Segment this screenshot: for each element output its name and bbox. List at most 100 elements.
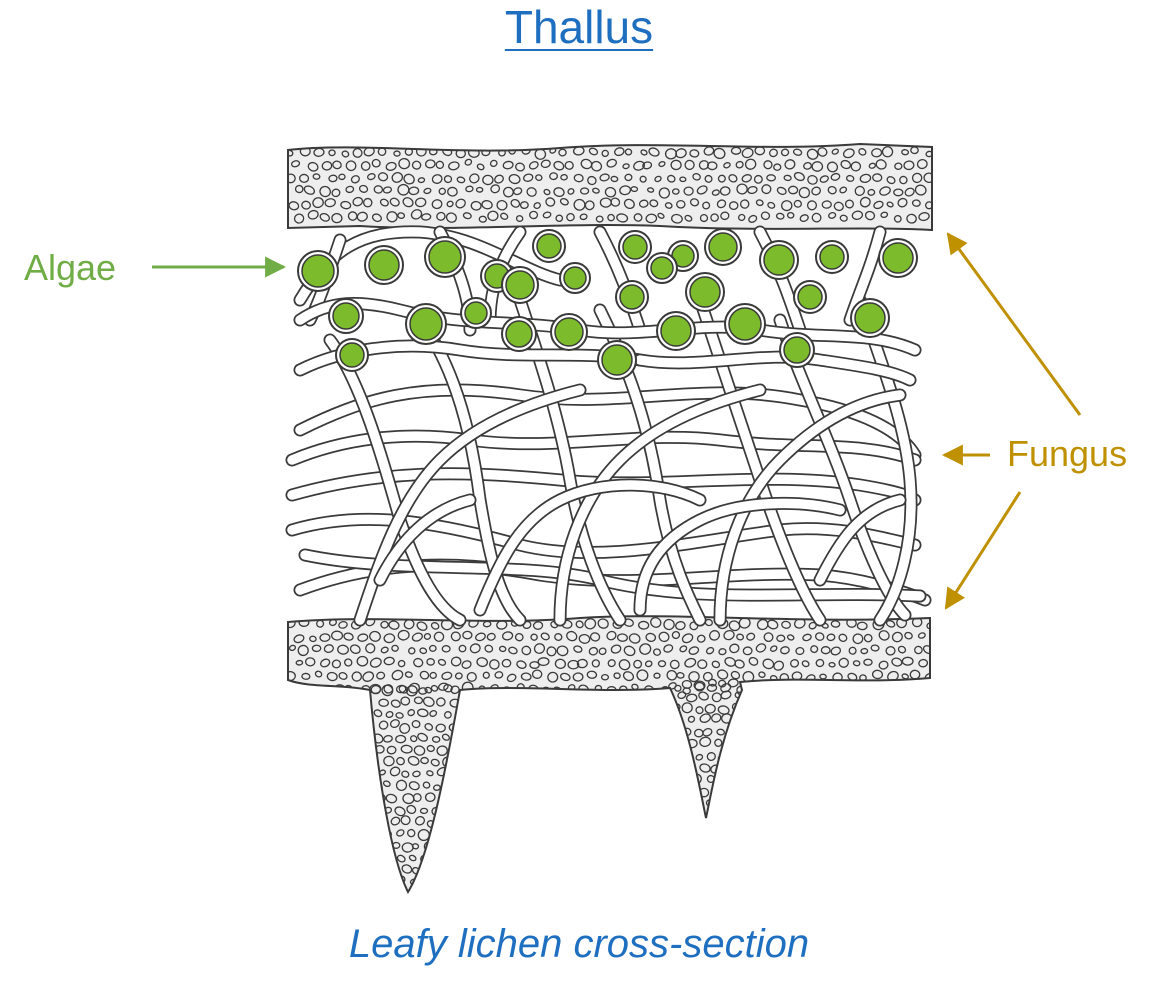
cortex-cell	[681, 800, 690, 808]
algal-cell	[784, 337, 810, 363]
cortex-cell	[876, 683, 889, 695]
cortex-cell	[715, 797, 726, 807]
cortex-cell	[829, 685, 837, 693]
algal-cell	[651, 257, 673, 279]
algal-cell	[883, 243, 913, 273]
algal-cell	[506, 321, 532, 347]
cortex-cell	[377, 839, 390, 852]
cortex-cell	[736, 739, 744, 746]
cortex-cell	[449, 748, 458, 756]
algal-cell	[410, 308, 442, 340]
cortex-cell	[855, 686, 862, 692]
cortex-cell	[669, 726, 680, 737]
cortex-cell	[735, 717, 743, 725]
cortex-cell	[728, 775, 740, 787]
cortex-cell	[667, 798, 678, 808]
algal-cell	[602, 345, 632, 375]
cortex-cell	[448, 841, 460, 852]
algal-cell	[764, 245, 794, 275]
cortex-cell	[553, 687, 561, 694]
cortex-cell	[786, 684, 796, 693]
cortex-cell	[774, 686, 783, 694]
cortex-cell	[678, 741, 686, 748]
cortex-cell	[761, 685, 773, 697]
cortex-cell	[916, 685, 924, 692]
cortex-cell	[866, 685, 873, 691]
lower-cortex	[284, 616, 935, 892]
cortex-cell	[370, 851, 384, 865]
algal-cell	[429, 241, 461, 273]
cortex-cell	[437, 841, 448, 851]
cortex-cell	[749, 686, 757, 694]
cortex-cell	[292, 685, 300, 692]
cortex-cell	[731, 800, 741, 809]
cortex-cell	[371, 760, 377, 765]
algal-cell	[620, 285, 644, 309]
cortex-cell	[370, 805, 381, 814]
cortex-cell	[712, 811, 721, 819]
algal-cell	[729, 308, 761, 340]
cortex-cell	[733, 786, 746, 797]
cortex-cell	[378, 865, 388, 875]
diagram-caption: Leafy lichen cross-section	[0, 922, 1158, 967]
algal-cell	[340, 343, 364, 367]
cortex-cell	[667, 776, 678, 787]
cortex-cell	[437, 817, 448, 825]
cortex-cell	[726, 813, 734, 820]
cortex-cell	[424, 864, 435, 873]
algae-label: Algae	[24, 247, 116, 289]
cortex-cell	[449, 819, 458, 827]
cortex-cell	[445, 877, 454, 885]
cortex-cell	[674, 813, 686, 824]
cortex-cell	[890, 685, 901, 694]
cortex-cell	[444, 807, 453, 816]
cortex-cell	[722, 762, 733, 772]
cortex-cell	[309, 687, 318, 694]
algal-cell	[820, 245, 844, 269]
cortex-cell	[389, 867, 398, 876]
cortex-cell	[447, 865, 458, 875]
cortex-cell	[840, 685, 853, 697]
cortex-cell	[421, 880, 430, 887]
algal-cell	[623, 235, 647, 259]
cortex-cell	[368, 876, 378, 886]
algal-cell	[709, 233, 737, 261]
cortex-cell	[442, 855, 453, 866]
algal-cell	[690, 277, 720, 307]
cortex-cell	[723, 789, 732, 798]
cortex-cell	[430, 854, 442, 865]
algal-cell	[661, 316, 691, 346]
cortex-cell	[718, 778, 726, 785]
cortex-cell	[442, 831, 452, 840]
fungus-arrow-upper	[948, 234, 1080, 415]
algal-cell	[506, 271, 534, 299]
cortex-cell	[449, 792, 457, 800]
cortex-cell	[736, 810, 748, 822]
cortex-cell	[735, 765, 747, 774]
cortex-cell	[668, 753, 676, 761]
upper-cortex	[285, 144, 935, 230]
cortex-cell	[684, 812, 697, 825]
algal-cell	[798, 285, 822, 309]
cortex-cell	[381, 878, 391, 888]
cortex-cell	[674, 766, 683, 775]
cortex-cell	[730, 728, 739, 737]
cortex-cell	[373, 829, 384, 840]
cortex-cell	[683, 776, 693, 785]
cortex-cell	[732, 753, 742, 761]
algal-cell	[333, 303, 359, 329]
cortex-cell	[687, 766, 693, 771]
cortex-cell	[689, 788, 699, 797]
cortex-cell	[692, 800, 701, 807]
algal-cell	[537, 234, 561, 258]
algal-cell	[369, 250, 399, 280]
algal-cell	[302, 255, 334, 287]
cortex-cell	[800, 687, 809, 696]
algal-cell	[564, 267, 586, 289]
cortex-cell	[432, 878, 442, 888]
fungus-label: Fungus	[1007, 433, 1127, 475]
algal-cell	[855, 303, 885, 333]
cortex-cell	[320, 686, 328, 694]
cortex-cell	[450, 768, 459, 776]
